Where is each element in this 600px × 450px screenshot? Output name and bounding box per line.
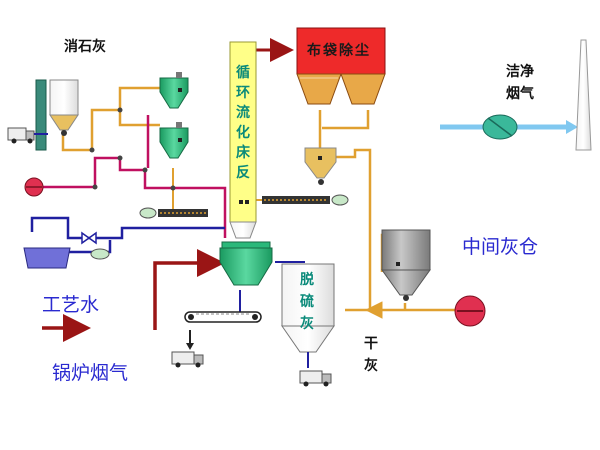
clean-flue-gas-line-1: 洁净 [506, 63, 534, 79]
desulfurization-ash-label: 脱 硫 灰 [300, 268, 316, 334]
water-line [30, 216, 225, 254]
hopper-top [159, 72, 189, 109]
screw-conveyor-right [262, 194, 349, 206]
fan-icon-right [454, 295, 486, 327]
truck-icon [7, 127, 35, 144]
desulfurization-ash-char: 脱 [300, 271, 314, 287]
lime-feed-line [61, 86, 165, 152]
desulfurization-silo [281, 263, 335, 368]
lime-silo [35, 79, 79, 151]
slaked-lime-label: 消石灰 [64, 38, 106, 54]
stack-icon [575, 39, 592, 151]
reactor-column [229, 41, 257, 223]
belt-drop-arrowhead [186, 343, 194, 350]
intermediate-silo [381, 229, 431, 301]
junction-dots [89, 107, 176, 191]
bag-filter-label: 布袋除尘 [307, 42, 371, 58]
pump-icon [90, 248, 110, 260]
boiler-gas-arrow [153, 249, 225, 330]
reactor-base [229, 221, 257, 239]
truck-icon-right [299, 370, 332, 387]
reactor-char: 床 [236, 144, 250, 160]
boiler-flue-gas-label: 锅炉烟气 [52, 363, 129, 384]
process-water-label: 工艺水 [42, 295, 100, 316]
dry-ash-char: 灰 [364, 357, 378, 373]
intermediate-ash-silo-label: 中间灰仓 [462, 237, 539, 258]
reactor-char: 环 [236, 84, 250, 100]
screw-conveyor-icon [139, 207, 208, 219]
dry-ash-char: 干 [364, 335, 378, 351]
ash-recycle-line [330, 148, 372, 312]
cyclone [219, 241, 273, 286]
truck-icon-middle [171, 351, 204, 368]
clean-gas-arrowhead [566, 120, 578, 134]
desulfurization-ash-char: 灰 [300, 315, 314, 331]
dry-ash-label: 干 灰 [364, 332, 380, 376]
fan-icon [24, 177, 44, 197]
clean-flue-gas-label: 洁净 烟气 [506, 60, 534, 104]
filter-down-line-2 [322, 110, 370, 130]
bag-filter [296, 27, 386, 105]
clean-flue-gas-line-2: 烟气 [506, 85, 534, 101]
small-hopper [304, 147, 337, 185]
water-tank [23, 247, 71, 269]
reactor-label: 循 环 流 化 床 反 [236, 62, 252, 182]
clean-gas-fan-icon [482, 114, 518, 140]
reactor-char: 化 [236, 124, 250, 140]
valve-icon [81, 231, 97, 245]
reactor-char: 反 [236, 164, 250, 180]
hopper-bottom [159, 122, 189, 159]
reactor-char: 循 [236, 64, 250, 80]
belt-conveyor-icon [184, 311, 262, 323]
desulfurization-ash-char: 硫 [300, 293, 314, 309]
reactor-char: 流 [236, 104, 250, 120]
